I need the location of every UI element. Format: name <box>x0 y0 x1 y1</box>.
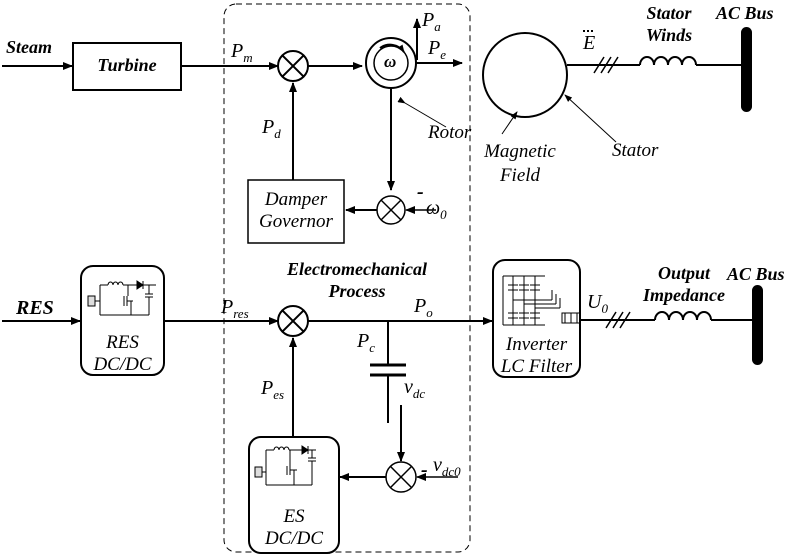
region-label-line2: Process <box>328 281 386 301</box>
magnetic-label-line1: Magnetic <box>484 141 556 162</box>
pm-symbol: P <box>231 40 244 62</box>
impedance-label-line1: Output <box>657 263 711 283</box>
po-subscript: o <box>426 305 433 320</box>
es-dcdc-label-line1: ES <box>283 506 305 527</box>
sum-junction-mechanical <box>277 50 309 82</box>
stator-winds-line1: Stator <box>646 3 692 23</box>
pa-symbol: P <box>422 9 435 31</box>
po-label: Po <box>414 296 433 319</box>
stator-label: Stator <box>612 140 659 161</box>
steam-label: Steam <box>6 37 53 57</box>
output-voltage-symbol: U <box>587 291 602 313</box>
pc-subscript: c <box>369 340 375 355</box>
sum-junction-voltage <box>385 461 417 493</box>
vdc0-symbol: v <box>433 454 442 476</box>
pm-label: Pm <box>231 41 253 64</box>
output-voltage-subscript: 0 <box>601 301 608 316</box>
inverter-circuit-icon <box>502 275 581 326</box>
pd-label: Pd <box>262 117 281 140</box>
ac-bus-bottom-label: AC Bus <box>727 264 785 284</box>
vdc0-subscript: dc0 <box>441 464 461 479</box>
po-symbol: P <box>414 295 427 317</box>
pd-subscript: d <box>274 126 281 141</box>
pm-subscript: m <box>243 50 253 65</box>
es-converter-icon <box>254 445 316 486</box>
stator-pointer <box>564 94 617 143</box>
pe-symbol: P <box>428 37 441 59</box>
emf-symbol: E <box>583 32 596 54</box>
inverter-lc-filter-label: Inverter LC Filter <box>493 334 580 378</box>
magnetic-field-label: Magnetic Field <box>475 140 565 188</box>
vdc0-minus-sign: - <box>421 459 428 481</box>
pes-symbol: P <box>261 377 274 399</box>
vdc0-label: vdc0 <box>433 455 461 478</box>
stator-circle <box>482 32 568 118</box>
pa-subscript: a <box>434 19 441 34</box>
impedance-label-line2: Impedance <box>643 285 725 305</box>
ac-bus-bar-bottom <box>752 285 763 365</box>
rotor-label: Rotor <box>428 122 472 143</box>
output-voltage-label: U0 <box>587 292 608 315</box>
electromechanical-process-label: Electromechanical Process <box>252 258 462 302</box>
damper-label-line2: Governor <box>259 211 333 232</box>
es-dcdc-label-line2: DC/DC <box>264 528 324 549</box>
ac-bus-top-label: AC Bus <box>716 3 774 23</box>
omega0-symbol: ω <box>426 197 441 219</box>
damper-label-line1: Damper <box>264 189 328 210</box>
omega0-label: ω0 <box>426 198 447 221</box>
pres-label: Pres <box>221 297 249 320</box>
stator-winding <box>567 56 745 74</box>
ac-bus-bar-top <box>741 27 752 112</box>
omega0-subscript: 0 <box>440 207 447 222</box>
damper-governor-label: Damper Governor <box>248 189 344 233</box>
pe-subscript: e <box>440 47 446 62</box>
res-input-label: RES <box>16 297 54 319</box>
stator-winds-line2: Winds <box>645 25 693 45</box>
pres-symbol: P <box>221 296 234 318</box>
res-dcdc-label-line1: RES <box>106 332 139 353</box>
res-converter-icon <box>87 280 156 316</box>
pc-label: Pc <box>357 331 375 354</box>
emf-label: E <box>583 33 595 53</box>
vdc-subscript: dc <box>412 386 426 401</box>
vdc-symbol: v <box>404 376 413 398</box>
magnetic-field-pointer <box>501 111 518 135</box>
pa-label: Pa <box>422 10 441 33</box>
pres-subscript: res <box>233 306 249 321</box>
pes-subscript: es <box>273 387 285 402</box>
stator-winds-label: Stator Winds <box>628 2 710 46</box>
rotor-pointer-arrow <box>397 96 447 128</box>
vdc-label: vdc <box>404 377 425 400</box>
pes-label: Pes <box>261 378 284 401</box>
pe-label: Pe <box>428 38 446 61</box>
region-label-line1: Electromechanical <box>287 259 427 279</box>
omega0-minus-sign: - <box>417 181 424 203</box>
turbine-label: Turbine <box>97 55 157 75</box>
es-dcdc-label: ES DC/DC <box>249 506 339 550</box>
magnetic-label-line2: Field <box>499 165 541 186</box>
sum-junction-power <box>277 305 309 337</box>
electromechanical-region-border <box>223 3 471 553</box>
pd-symbol: P <box>262 116 275 138</box>
sum-junction-speed <box>376 195 406 225</box>
inverter-label-line1: Inverter <box>505 334 568 355</box>
output-impedance <box>580 311 755 329</box>
omega-symbol: ω <box>384 52 397 71</box>
rotation-arrow-icon <box>379 43 405 53</box>
inverter-label-line2: LC Filter <box>500 356 573 377</box>
damper-governor-block <box>247 179 345 244</box>
res-dcdc-label-line2: DC/DC <box>93 354 152 375</box>
output-impedance-label: Output Impedance <box>632 262 736 306</box>
res-dcdc-label: RES DC/DC <box>81 332 164 376</box>
pc-symbol: P <box>357 330 370 352</box>
